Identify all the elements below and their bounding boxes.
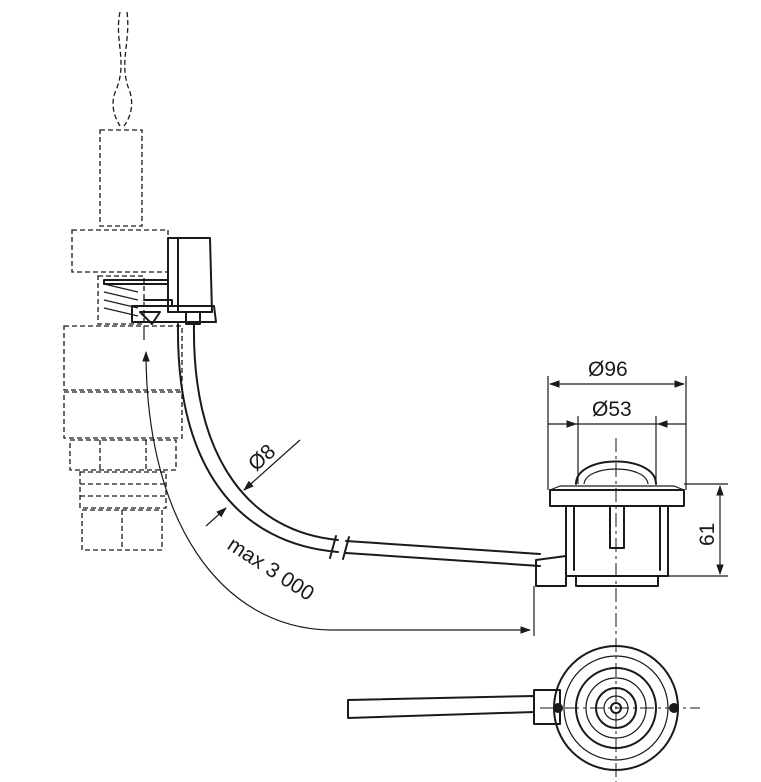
dimension-h61 (668, 483, 728, 577)
dimension-cable-length (142, 326, 535, 636)
dimension-cable-length-label: max 3 000 (223, 533, 318, 606)
cable-clip (103, 237, 217, 325)
dimension-h61-label: 61 (696, 523, 719, 546)
bowden-cable (176, 323, 541, 567)
dimension-d96-label: Ø96 (588, 358, 628, 381)
dimension-d96 (547, 376, 687, 490)
dimension-d53 (548, 416, 686, 484)
dimension-d8-label: Ø8 (244, 440, 280, 476)
dimension-d53-label: Ø53 (592, 398, 632, 421)
push-button-top-view (347, 645, 700, 771)
